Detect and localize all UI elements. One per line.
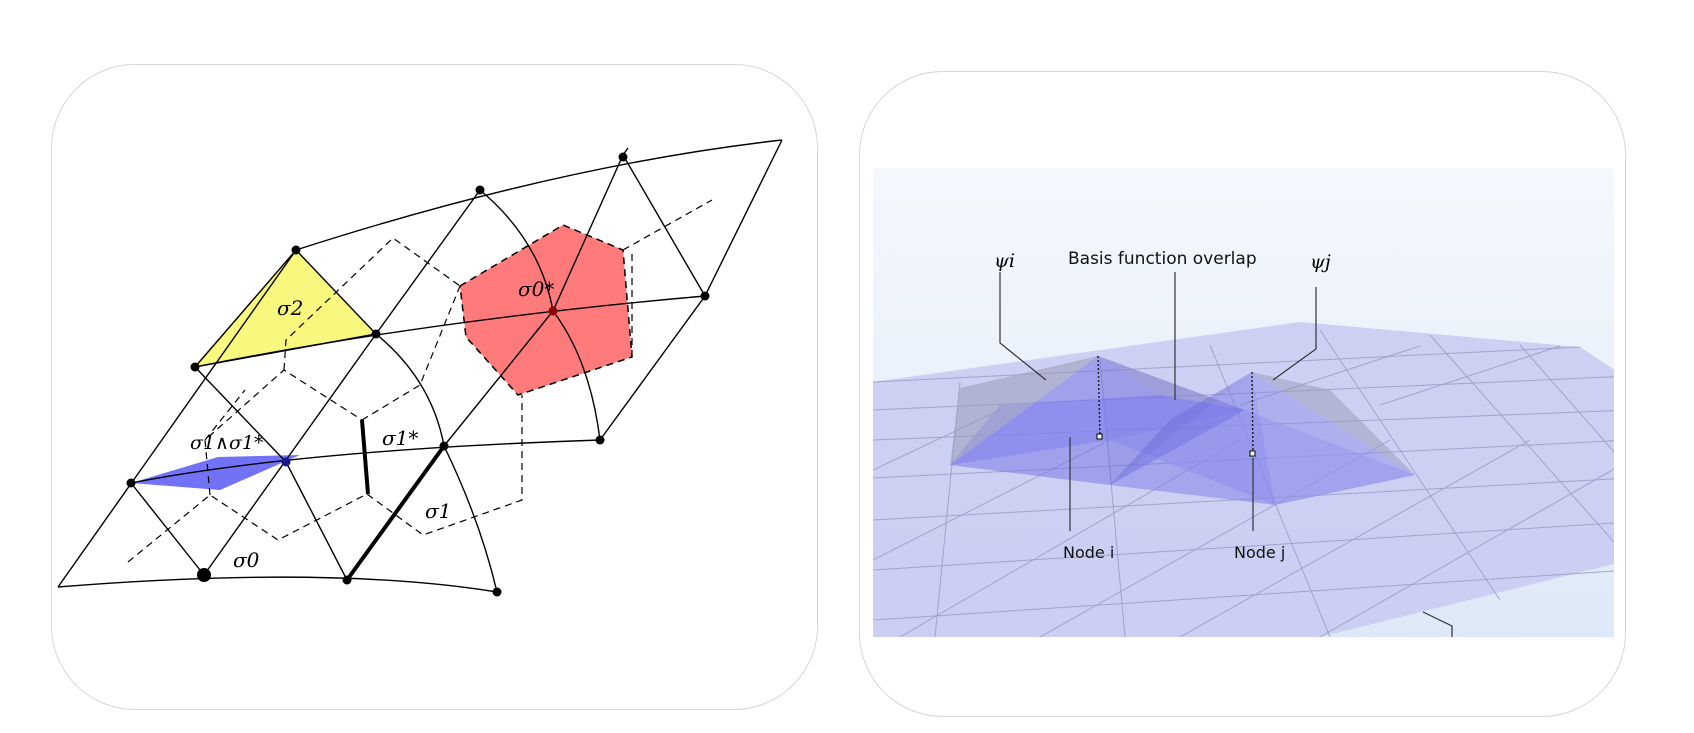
edge-sigma1 bbox=[345, 444, 446, 582]
label-sigma0-star: σ0* bbox=[518, 277, 554, 301]
node-i-marker bbox=[1096, 433, 1103, 440]
label-psi-j: ψj bbox=[1310, 251, 1331, 273]
label-wedge: σ1∧σ1* bbox=[190, 432, 264, 454]
node-j-height bbox=[1251, 371, 1254, 455]
label-node-j: Node j bbox=[1234, 543, 1285, 562]
dual-mesh bbox=[127, 199, 713, 563]
label-sigma0: σ0 bbox=[233, 548, 260, 572]
basis-pyramid-j bbox=[1110, 372, 1415, 505]
label-sigma2: σ2 bbox=[277, 296, 303, 320]
label-psi-i: ψi bbox=[994, 250, 1015, 272]
label-basis-overlap: Basis function overlap bbox=[1068, 249, 1257, 269]
mesh-vertices bbox=[126, 152, 710, 597]
dec-mesh-panel bbox=[51, 64, 818, 710]
primal-mesh bbox=[57, 139, 783, 593]
node-i-height bbox=[1097, 355, 1101, 438]
leader-lines bbox=[999, 272, 1453, 637]
label-sigma1: σ1 bbox=[425, 499, 451, 523]
label-sigma1-star: σ1* bbox=[382, 426, 418, 450]
label-node-i: Node i bbox=[1063, 543, 1114, 562]
node-j-marker bbox=[1249, 450, 1256, 457]
